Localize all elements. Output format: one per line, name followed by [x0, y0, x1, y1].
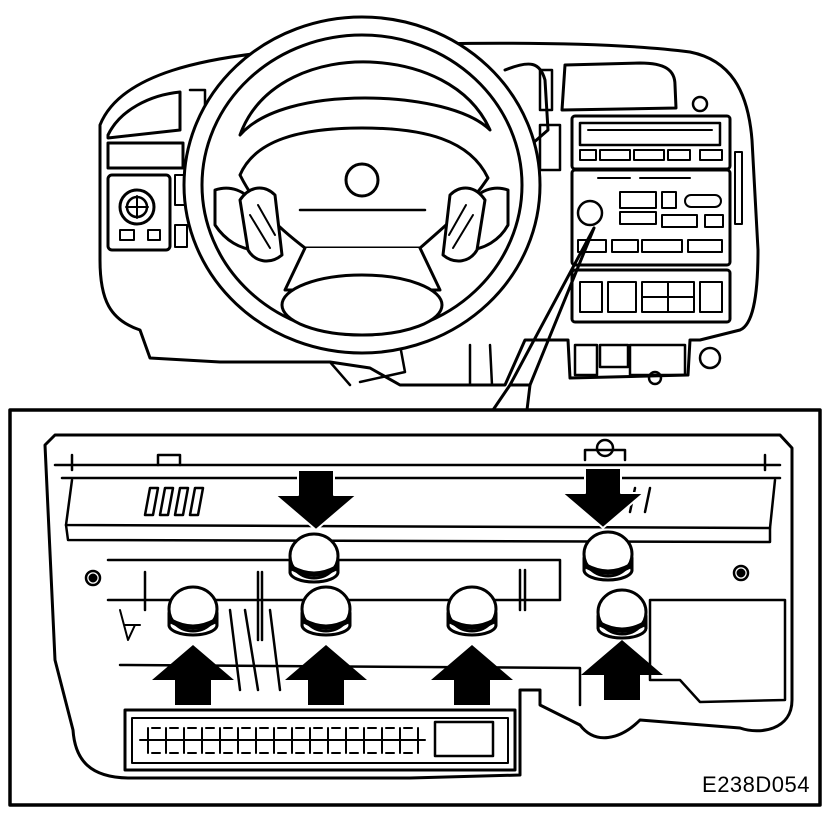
left-vent [106, 90, 182, 140]
clip-lower-2 [300, 585, 352, 637]
clip-lower-4 [596, 588, 648, 640]
arrow-down-right [562, 468, 644, 528]
clip-upper-right [582, 530, 634, 582]
steering-hub [238, 126, 490, 250]
left-spoke-buttons [238, 186, 284, 263]
retaining-clips [167, 530, 648, 640]
horn-emblem [344, 162, 380, 198]
steering-wheel [182, 15, 542, 355]
arrow-up-4 [581, 640, 663, 700]
right-spoke-buttons [441, 186, 487, 263]
release-arrows [152, 468, 663, 705]
clip-lower-3 [446, 585, 498, 637]
wiring-connector [123, 708, 517, 772]
climate-dial [576, 199, 604, 227]
figure-code: E238D054 [702, 772, 810, 797]
instrument-hood [503, 62, 550, 152]
climate-panel [570, 168, 732, 267]
left-panel [106, 141, 185, 170]
switch-bank [570, 268, 732, 324]
arrow-up-1 [152, 645, 234, 705]
arrow-down-left [275, 470, 357, 530]
right-vent [560, 61, 678, 112]
screw-hole-right [732, 564, 750, 582]
clip-lower-1 [167, 585, 219, 637]
screw-hole-left [84, 569, 102, 587]
clip-upper-left [288, 532, 340, 584]
light-switch-housing [106, 173, 172, 252]
arrow-up-3 [431, 645, 513, 705]
light-switch-knob [118, 188, 156, 226]
arrow-up-2 [285, 645, 367, 705]
